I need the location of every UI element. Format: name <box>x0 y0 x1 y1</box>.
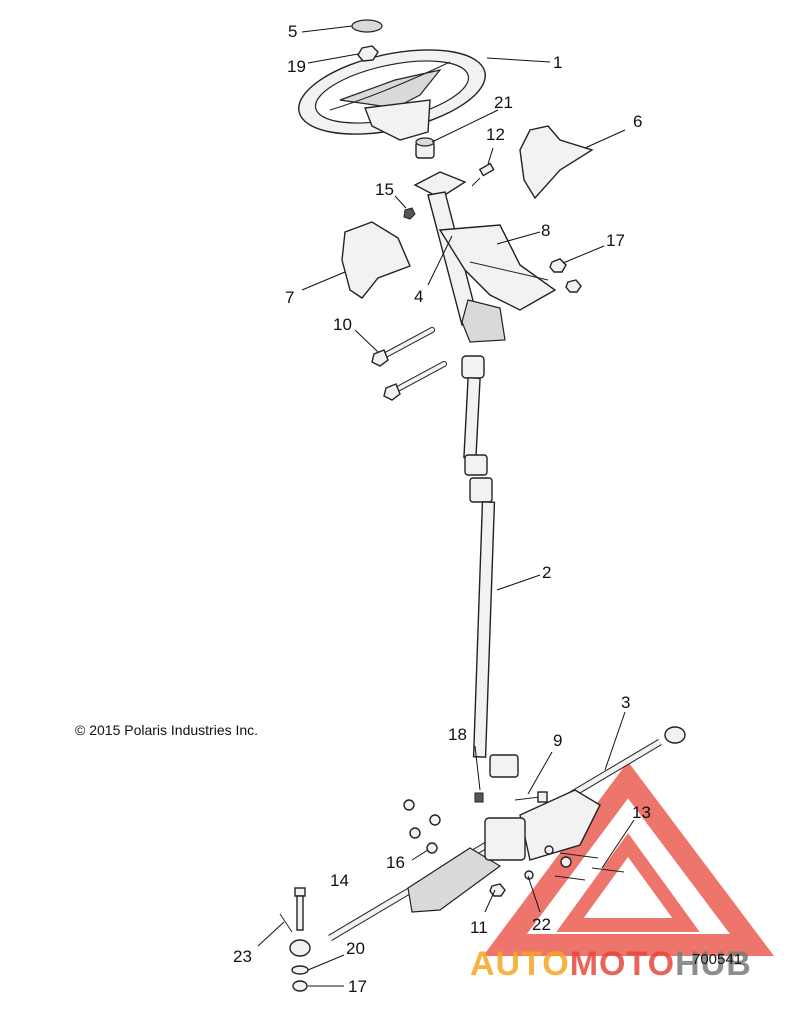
callout-17-lower: 17 <box>348 977 367 996</box>
callout-8: 8 <box>541 221 550 240</box>
callout-9: 9 <box>553 731 562 750</box>
callout-11: 11 <box>470 918 488 937</box>
watermark-triangle-inner <box>556 833 700 932</box>
washer-20 <box>291 965 309 975</box>
bolt-9 <box>514 791 548 803</box>
callout-15: 15 <box>375 180 394 199</box>
diagram-number: 700541 <box>692 951 742 968</box>
leader-lines <box>257 25 635 987</box>
steering-column-assembly <box>413 171 557 343</box>
long-bolts <box>371 327 447 401</box>
callout-10: 10 <box>333 315 352 334</box>
bolts-13 <box>554 852 625 881</box>
watermark-hub: HUB <box>675 945 752 983</box>
intermediate-shaft <box>461 355 519 778</box>
callout-14: 14 <box>330 871 349 890</box>
nut-17-upper-a <box>549 258 567 273</box>
callout-21: 21 <box>494 93 513 112</box>
callout-19: 19 <box>287 57 306 76</box>
watermark-text: AUTOMOTOHUB <box>470 945 752 983</box>
nut-16 <box>426 842 438 854</box>
nut-11 <box>489 883 506 897</box>
part-18 <box>474 792 484 803</box>
callout-labels: 1 2 3 4 5 6 7 8 9 10 11 12 13 14 15 16 1… <box>233 22 651 996</box>
nut-a <box>403 799 415 811</box>
nut-17-lower <box>292 980 308 992</box>
steering-rack <box>289 726 686 957</box>
callout-18: 18 <box>448 725 467 744</box>
callout-5: 5 <box>288 22 297 41</box>
washer-22-b <box>560 856 572 868</box>
callout-16: 16 <box>386 853 405 872</box>
callout-4: 4 <box>414 287 423 306</box>
copyright-text: © 2015 Polaris Industries Inc. <box>75 722 258 738</box>
column-bushing <box>415 137 435 159</box>
horn-cap <box>351 19 383 33</box>
column-cover-right <box>519 125 594 200</box>
callout-17-upper: 17 <box>606 231 625 250</box>
callout-22: 22 <box>532 915 551 934</box>
watermark-moto: MOTO <box>570 945 675 983</box>
nut-17-upper-b <box>565 279 582 293</box>
nut-15 <box>403 207 416 220</box>
cotter-pin-23 <box>279 913 293 933</box>
wheel-nut <box>357 45 379 62</box>
bolt-14 <box>294 887 306 931</box>
callout-13: 13 <box>632 803 651 822</box>
callout-1: 1 <box>553 53 562 72</box>
callout-20: 20 <box>346 939 365 958</box>
callout-12: 12 <box>486 125 505 144</box>
callout-7: 7 <box>285 288 294 307</box>
column-cover-left <box>341 221 411 299</box>
svg-text:AUTOMOTOHUB: AUTOMOTOHUB <box>470 945 752 983</box>
nut-b <box>429 814 441 826</box>
steering-wheel <box>298 49 486 141</box>
nut-c <box>409 827 421 839</box>
callout-6: 6 <box>633 112 642 131</box>
bolt-12 <box>471 162 495 187</box>
callout-3: 3 <box>621 693 630 712</box>
watermark-auto: AUTO <box>470 945 570 983</box>
washer-22-a <box>544 845 554 855</box>
callout-2: 2 <box>542 563 551 582</box>
callout-23: 23 <box>233 947 252 966</box>
